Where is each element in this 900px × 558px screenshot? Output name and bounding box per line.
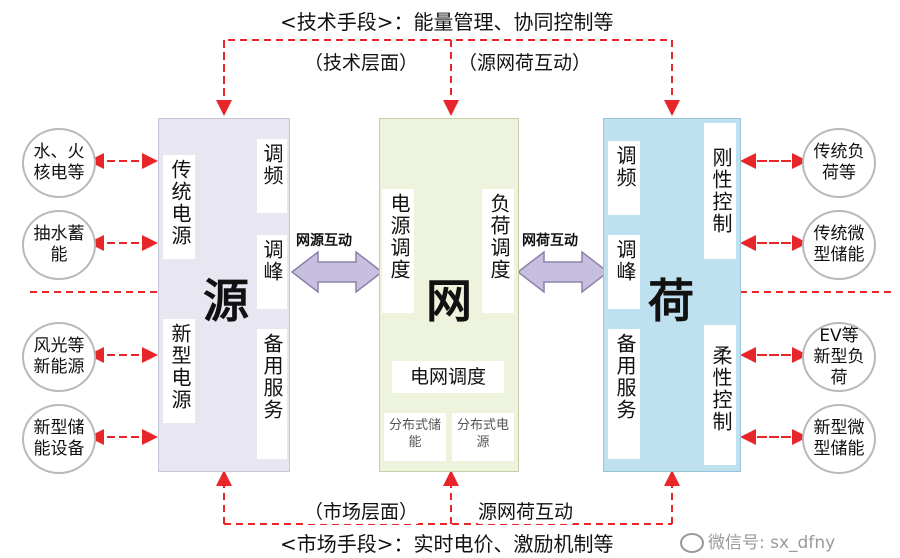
load-reserve-label: 备用服务 <box>608 329 640 459</box>
load-freq-label: 调频 <box>608 141 640 215</box>
source-peak-label: 调峰 <box>257 235 287 309</box>
dist-source-label: 分布式电源 <box>452 413 514 461</box>
flexible-control-label: 柔性控制 <box>704 325 736 465</box>
right-circle-new-micro-storage: 新型微型储能 <box>802 404 876 474</box>
left-circle-hydro-thermal-nuclear: 水、火核电等 <box>22 128 96 198</box>
load-title: 荷 <box>648 274 694 328</box>
right-circle-traditional-load: 传统负荷等 <box>802 128 876 198</box>
tech-means-label: <技术手段>：能量管理、协同控制等 <box>276 6 618 35</box>
load-peak-label: 调峰 <box>608 235 640 309</box>
right-circle-ev-new-load: EV等新型负荷 <box>802 322 876 392</box>
grid-load-interaction-label: 网荷互动 <box>522 233 578 249</box>
left-circle-new-storage: 新型储能设备 <box>22 404 96 474</box>
market-layer-label: （市场层面） <box>304 497 419 524</box>
source-dispatch-label: 电源调度 <box>382 189 414 313</box>
wechat-icon <box>680 533 704 553</box>
dist-storage-label: 分布式储能 <box>384 413 446 461</box>
source-title: 源 <box>203 274 249 328</box>
market-means-label: <市场手段>：实时电价、激励机制等 <box>276 528 618 557</box>
source-panel: 传统电源 新型电源 源 调频 调峰 备用服务 <box>158 118 290 472</box>
left-circle-renewables: 风光等新能源 <box>22 322 96 392</box>
tech-layer-label: （技术层面） <box>304 48 419 75</box>
top-interaction-label: （源网荷互动） <box>458 48 592 75</box>
left-circle-pumped-storage: 抽水蓄能 <box>22 210 96 280</box>
source-grid-interaction-label: 网源互动 <box>296 233 352 249</box>
bottom-interaction-label: 源网荷互动 <box>478 497 574 524</box>
grid-panel: 电源调度 负荷调度 网 电网调度 分布式储能 分布式电源 <box>379 118 519 472</box>
traditional-source-label: 传统电源 <box>163 155 195 259</box>
new-source-label: 新型电源 <box>163 319 195 423</box>
rigid-control-label: 刚性控制 <box>704 123 736 259</box>
right-circle-traditional-micro-storage: 传统微型储能 <box>802 210 876 280</box>
grid-dispatch-label: 电网调度 <box>392 361 504 393</box>
watermark: 微信号: sx_dfny <box>680 528 835 553</box>
source-freq-label: 调频 <box>257 139 287 213</box>
source-reserve-label: 备用服务 <box>257 329 287 459</box>
grid-title: 网 <box>426 274 472 328</box>
load-dispatch-label: 负荷调度 <box>482 189 514 313</box>
load-panel: 调频 调峰 备用服务 荷 刚性控制 柔性控制 <box>603 118 741 472</box>
